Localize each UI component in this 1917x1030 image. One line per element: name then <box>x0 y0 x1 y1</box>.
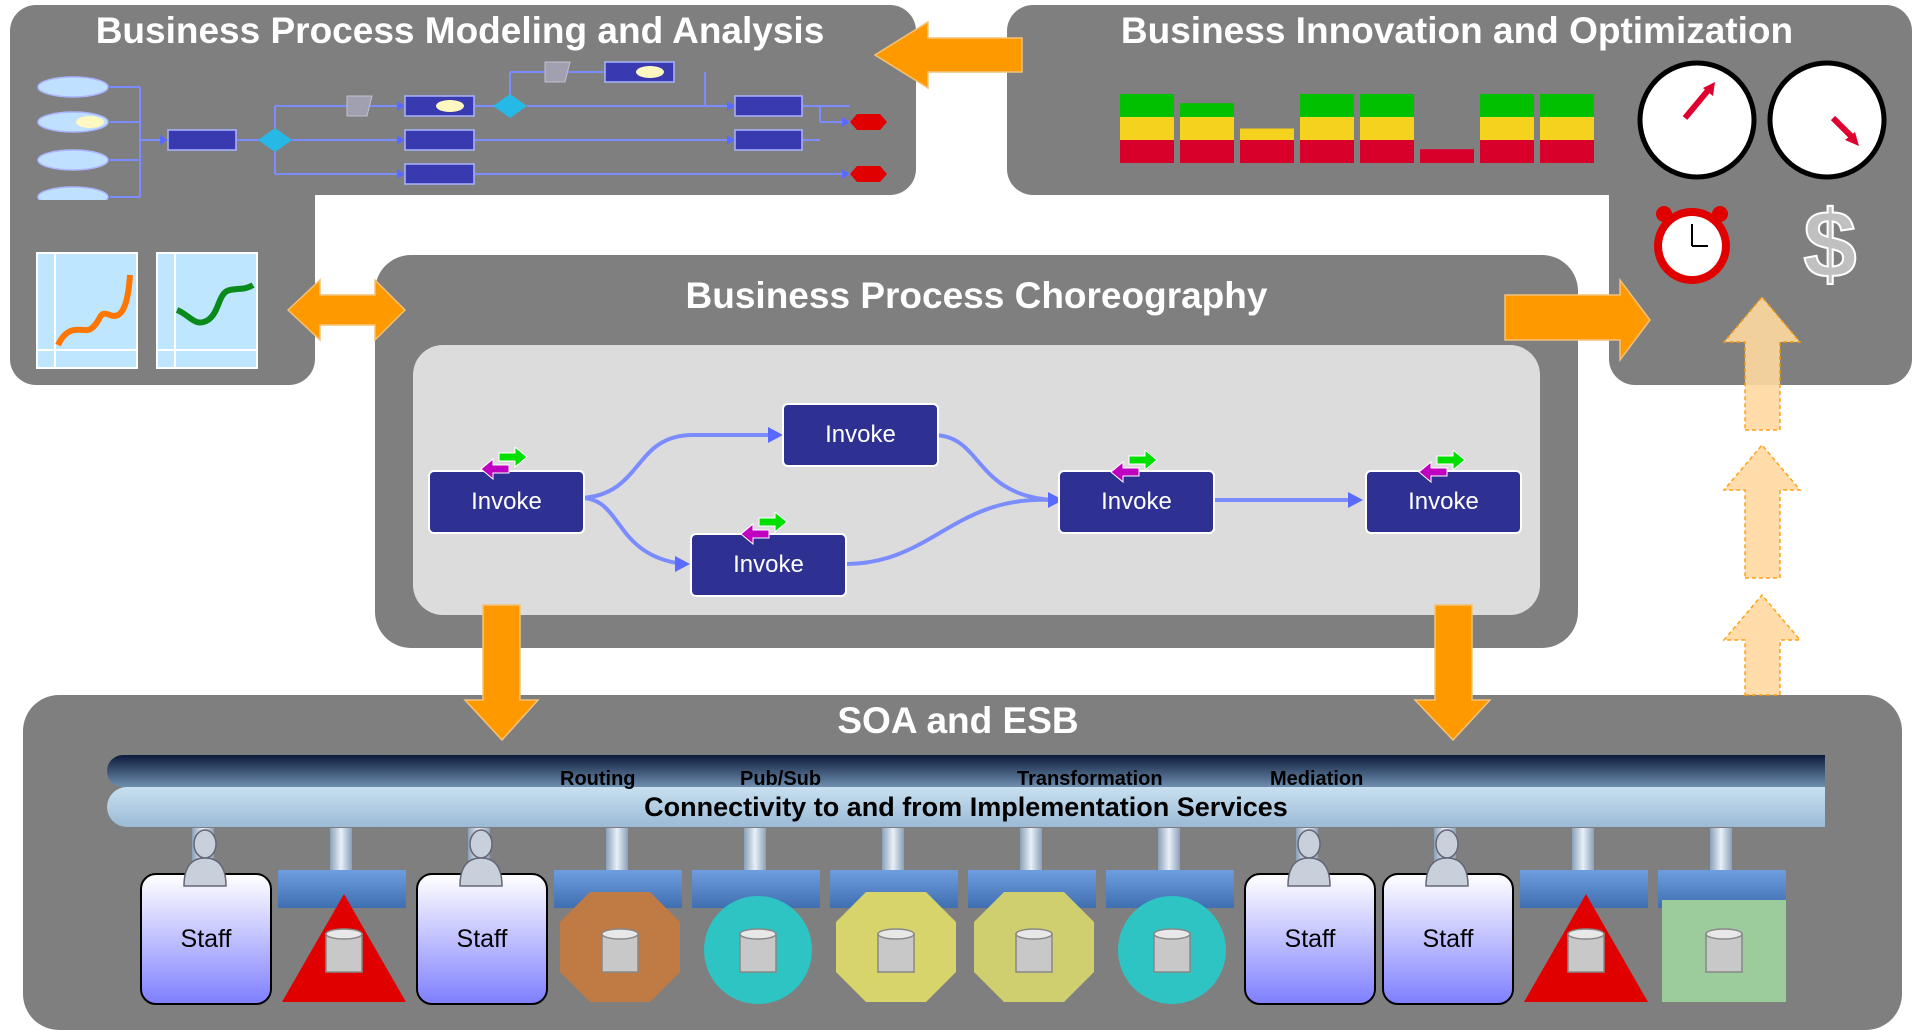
data-service[interactable] <box>968 828 1100 1008</box>
esb-bus-label: Connectivity to and from Implementation … <box>644 792 1288 822</box>
exchange-arrows-icon <box>1418 450 1466 484</box>
dollar-icon: $ <box>1802 195 1857 295</box>
data-service[interactable] <box>1658 828 1790 1008</box>
invoke-label: Invoke <box>825 421 896 448</box>
triangle-shape <box>1524 894 1648 1002</box>
octagon-shape <box>836 892 956 1002</box>
kpi-bar-segment <box>1300 117 1354 140</box>
kpi-bars <box>1120 94 1594 163</box>
kpi-bar-segment <box>1120 94 1174 117</box>
invoke-label: Invoke <box>471 488 542 515</box>
invoke-node-2[interactable]: Invoke <box>782 403 939 467</box>
data-service[interactable] <box>1106 828 1238 1008</box>
choreography-canvas <box>413 345 1540 615</box>
analysis-charts <box>36 252 258 369</box>
service-connector <box>1710 828 1732 878</box>
person-icon <box>459 829 503 887</box>
service-connector <box>1572 828 1594 878</box>
person-icon <box>1425 829 1469 887</box>
process-model-diagram <box>37 61 887 200</box>
staff-service[interactable]: Staff <box>140 828 272 1008</box>
service-connector <box>882 828 904 878</box>
exchange-arrows-icon <box>1110 450 1158 484</box>
capability-routing: Routing <box>560 768 636 790</box>
esb-bus-top <box>107 755 1825 787</box>
invoke-node-1[interactable]: Invoke <box>428 470 585 534</box>
modeling-title: Business Process Modeling and Analysis <box>95 10 825 51</box>
innovation-title: Business Innovation and Optimization <box>1120 10 1794 51</box>
kpi-bar-segment <box>1540 94 1594 117</box>
data-service[interactable] <box>278 828 410 1008</box>
kpi-bar-segment <box>1480 117 1534 140</box>
person-icon <box>1287 829 1331 887</box>
gauge-icon <box>1767 60 1887 180</box>
staff-box: Staff <box>416 873 548 1005</box>
exchange-arrows-icon <box>740 512 788 546</box>
kpi-bar-segment <box>1540 117 1594 140</box>
kpi-bar-segment <box>1540 140 1594 163</box>
staff-label: Staff <box>1284 924 1336 953</box>
triangle-shape <box>282 894 406 1002</box>
data-service[interactable] <box>1520 828 1652 1008</box>
service-connector <box>1020 828 1042 878</box>
kpi-bar-segment <box>1180 103 1234 117</box>
invoke-label: Invoke <box>1101 488 1172 515</box>
choreography-title: Business Process Choreography <box>685 275 1268 316</box>
circle-shape <box>1118 896 1226 1004</box>
octagon-shape <box>974 892 1094 1002</box>
kpi-bar-segment <box>1420 149 1474 163</box>
invoke-node-5[interactable]: Invoke <box>1365 470 1522 534</box>
invoke-label: Invoke <box>1408 488 1479 515</box>
service-connector <box>330 828 352 878</box>
choreography-flow <box>580 427 1363 572</box>
kpi-bar-segment <box>1480 140 1534 163</box>
kpi-bar-segment <box>1360 140 1414 163</box>
octagon-shape <box>560 892 680 1002</box>
gauge-icon <box>1637 60 1757 180</box>
service-connector <box>744 828 766 878</box>
capability-transformation: Transformation <box>1017 768 1163 790</box>
square-shape <box>1662 900 1786 1002</box>
soa-title: SOA and ESB <box>837 700 1079 741</box>
esb-bus-bottom <box>107 787 1825 827</box>
staff-label: Staff <box>456 924 508 953</box>
circle-shape <box>704 896 812 1004</box>
data-service[interactable] <box>554 828 686 1008</box>
kpi-bar-segment <box>1300 94 1354 117</box>
staff-service[interactable]: Staff <box>1244 828 1376 1008</box>
staff-box: Staff <box>1382 873 1514 1005</box>
capability-pubsub: Pub/Sub <box>740 768 822 790</box>
staff-box: Staff <box>1244 873 1376 1005</box>
staff-service[interactable]: Staff <box>416 828 548 1008</box>
kpi-bar-segment <box>1240 128 1294 140</box>
capability-mediation: Mediation <box>1270 768 1364 790</box>
staff-service[interactable]: Staff <box>1382 828 1514 1008</box>
exchange-arrows-icon <box>480 447 528 481</box>
svg-text:$: $ <box>1803 195 1856 295</box>
data-service[interactable] <box>692 828 824 1008</box>
kpi-bar-segment <box>1120 140 1174 163</box>
kpi-bar-segment <box>1360 117 1414 140</box>
kpi-bar-segment <box>1240 140 1294 163</box>
person-icon <box>183 829 227 887</box>
staff-label: Staff <box>180 924 232 953</box>
service-connector <box>1158 828 1180 878</box>
service-connector <box>606 828 628 878</box>
kpi-bar-segment <box>1120 117 1174 140</box>
data-service[interactable] <box>830 828 962 1008</box>
kpi-bar-segment <box>1480 94 1534 117</box>
alarm-clock-icon <box>1654 206 1730 284</box>
kpi-bar-segment <box>1180 140 1234 163</box>
staff-box: Staff <box>140 873 272 1005</box>
invoke-node-4[interactable]: Invoke <box>1058 470 1215 534</box>
kpi-bar-segment <box>1180 117 1234 140</box>
kpi-bar-segment <box>1360 94 1414 117</box>
invoke-label: Invoke <box>733 551 804 578</box>
kpi-bar-segment <box>1300 140 1354 163</box>
staff-label: Staff <box>1422 924 1474 953</box>
